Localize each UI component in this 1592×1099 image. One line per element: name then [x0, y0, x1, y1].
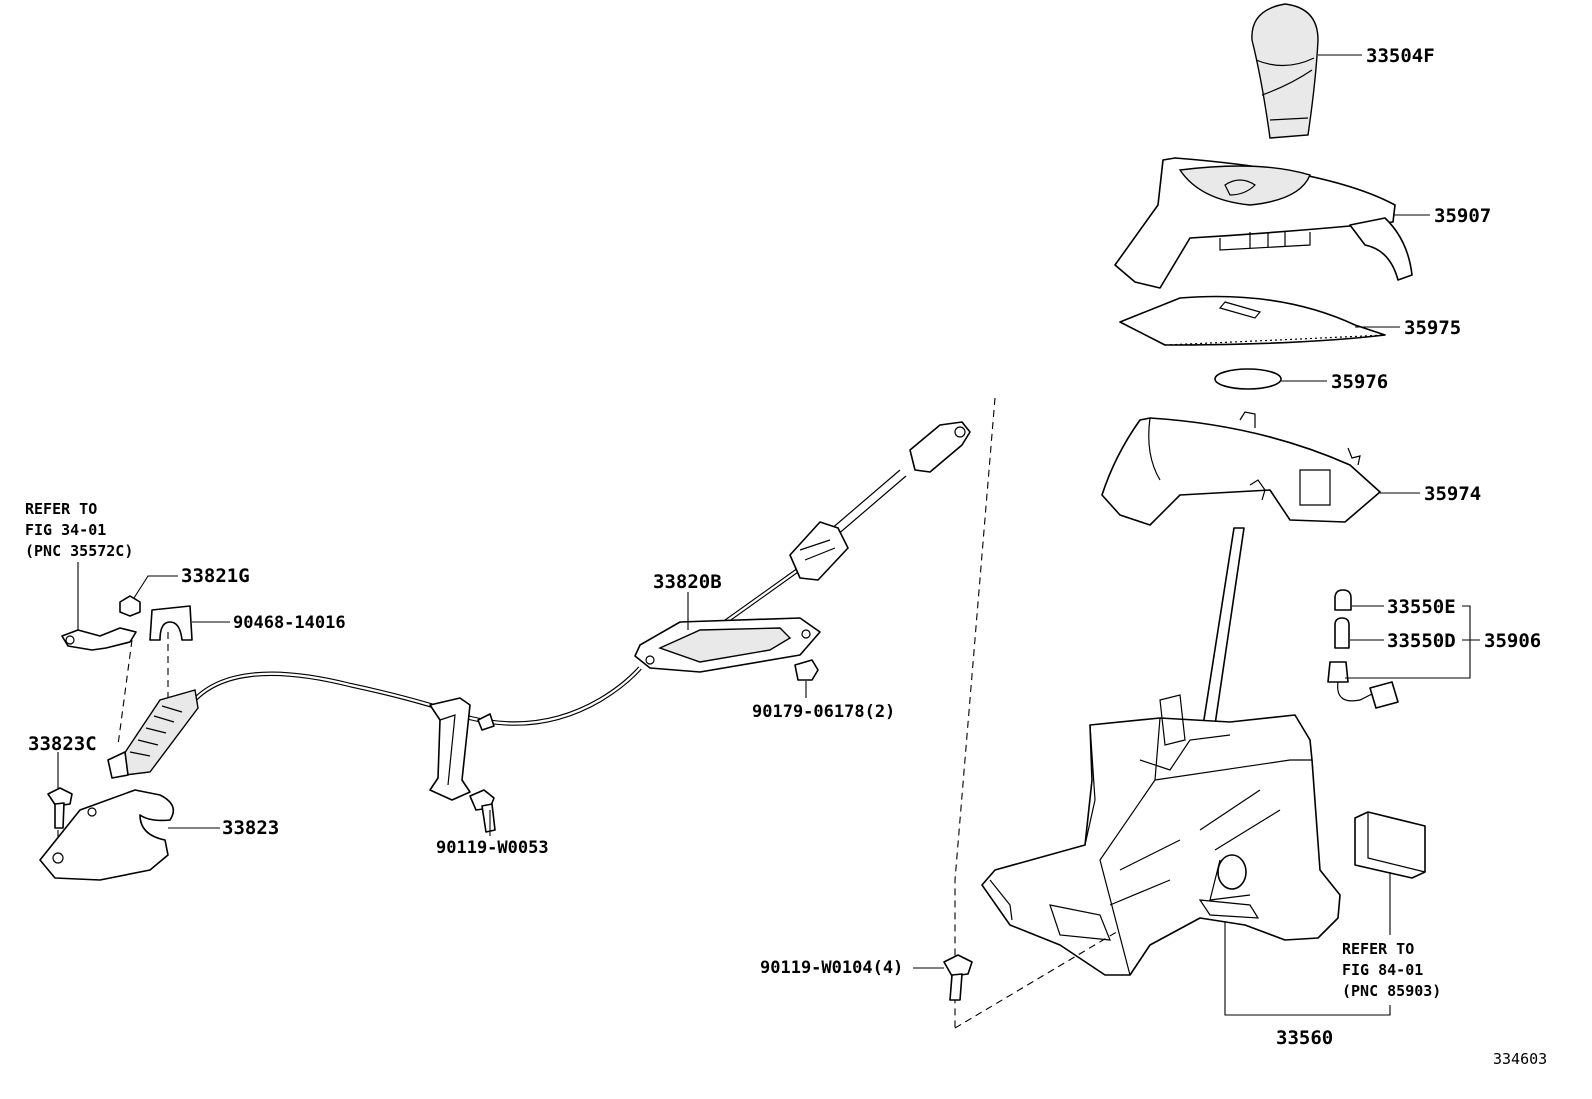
- bolt-90119-W0053-drawing: [469, 789, 496, 833]
- label-90119-W0104: 90119-W0104(4): [760, 958, 903, 978]
- note-right-line2: FIG 84-01: [1342, 961, 1423, 979]
- leader-35906: [1345, 605, 1480, 679]
- label-33823C: 33823C: [28, 733, 97, 755]
- slide-plate-drawing: [1214, 368, 1282, 390]
- shift-knob-drawing: [1251, 3, 1319, 139]
- label-35975: 35975: [1404, 317, 1461, 339]
- leader-33821G: [133, 575, 178, 599]
- shift-lever-rod: [1199, 527, 1245, 746]
- label-33823: 33823: [222, 817, 279, 839]
- nut-33821G-drawing: [119, 595, 141, 617]
- shift-lever-housing-drawing: [981, 694, 1341, 976]
- label-33550D: 33550D: [1387, 630, 1456, 652]
- label-90119-W0053: 90119-W0053: [436, 838, 549, 858]
- label-35906: 35906: [1484, 630, 1541, 652]
- bolt-90119-W0104-drawing: [943, 954, 973, 1001]
- label-33820B: 33820B: [653, 571, 722, 593]
- label-35907: 35907: [1434, 205, 1491, 227]
- leader-33560: [1224, 922, 1391, 1016]
- control-module-drawing: [1354, 811, 1426, 879]
- note-left-line1: REFER TO: [25, 500, 97, 518]
- bolt-33823C-drawing: [47, 787, 73, 829]
- retainer-90468-drawing: [149, 605, 193, 641]
- label-35974: 35974: [1424, 483, 1481, 505]
- dashed-guide-bracket: [117, 639, 133, 746]
- shift-panel-drawing: [1114, 157, 1413, 289]
- cable-bracket-33823-drawing: [39, 789, 175, 881]
- note-left-line3: (PNC 35572C): [25, 542, 133, 560]
- label-33504F: 33504F: [1366, 45, 1435, 67]
- note-right-line1: REFER TO: [1342, 940, 1414, 958]
- clip-90179-drawing: [794, 659, 819, 681]
- dust-cover-drawing: [1119, 295, 1386, 346]
- label-33821G: 33821G: [181, 565, 250, 587]
- indicator-bulbs-drawing: [1327, 589, 1399, 709]
- housing-cover-drawing: [1101, 411, 1381, 526]
- label-33560: 33560: [1276, 1027, 1333, 1049]
- label-33550E: 33550E: [1387, 596, 1456, 618]
- label-90179: 90179-06178(2): [752, 702, 895, 722]
- note-left-line2: FIG 34-01: [25, 521, 106, 539]
- clamp-bracket-drawing: [61, 627, 137, 651]
- note-right-line3: (PNC 85903): [1342, 982, 1441, 1000]
- figure-id: 334603: [1493, 1050, 1547, 1068]
- control-cable-drawing: [107, 421, 971, 801]
- label-35976: 35976: [1331, 371, 1388, 393]
- label-90468: 90468-14016: [233, 613, 346, 633]
